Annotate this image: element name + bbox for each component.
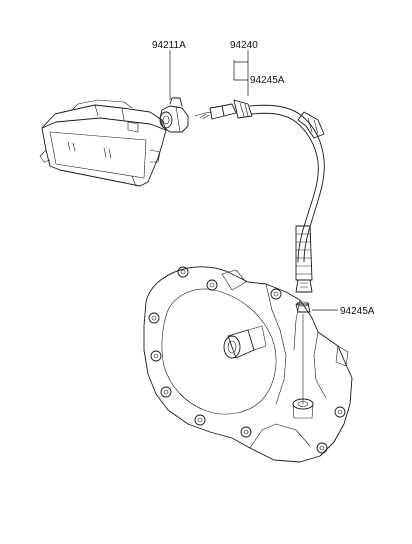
seal-ring-lower [295, 301, 311, 313]
transaxle-housing [143, 266, 353, 463]
speedometer-cable [194, 99, 325, 293]
instrument-cluster [39, 99, 167, 187]
label-94245A-lower: 94245A [340, 306, 375, 317]
leader-94245A-upper [233, 60, 248, 81]
label-94211A: 94211A [152, 40, 186, 51]
gear-part-94211A [159, 97, 189, 133]
label-94240: 94240 [230, 40, 258, 51]
label-94245A-upper: 94245A [250, 75, 285, 86]
